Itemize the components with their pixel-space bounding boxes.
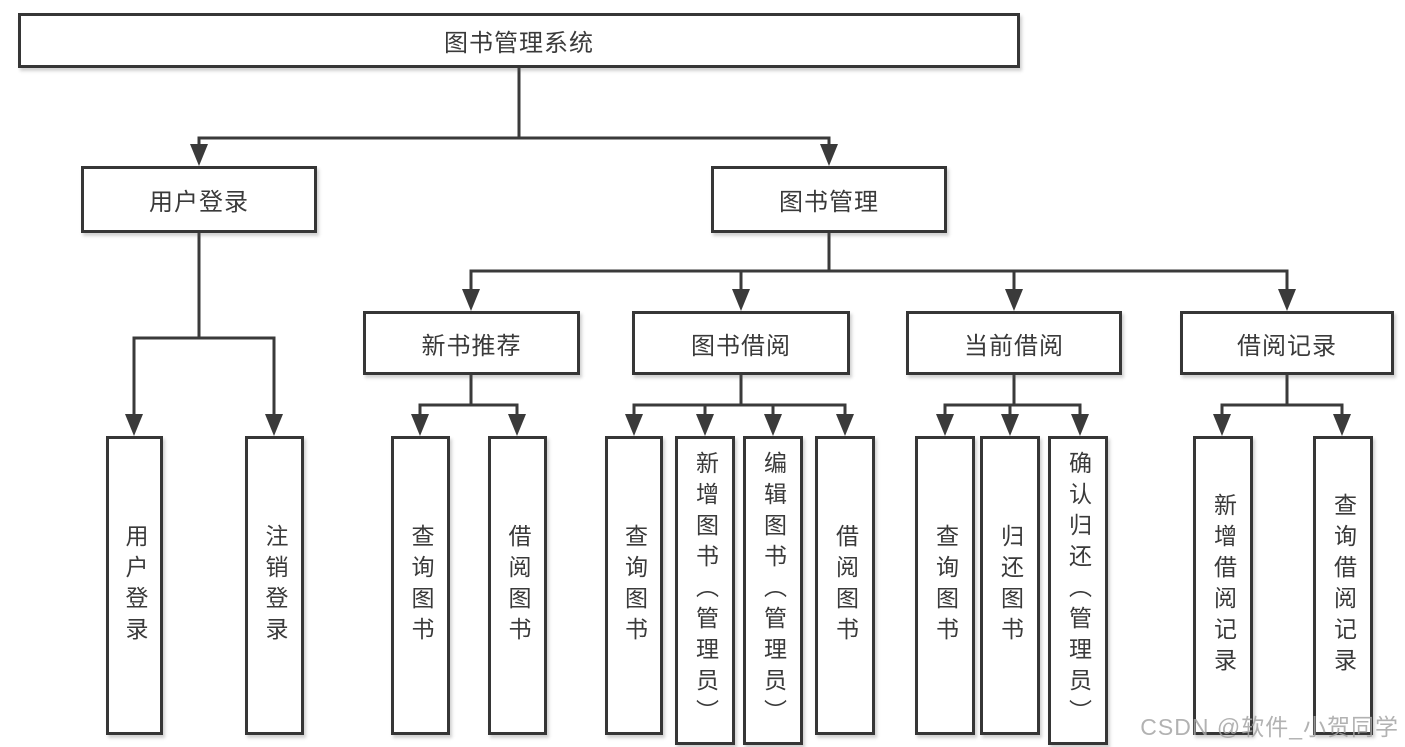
node-label: 借阅图书 [505, 523, 531, 648]
node-add-books-admin: 新增图书（管理员） [675, 436, 735, 745]
arrowhead [1213, 414, 1231, 436]
arrowhead [764, 414, 782, 436]
node-edit-books-admin: 编辑图书（管理员） [743, 436, 803, 745]
connector-new-books-to-leaves [411, 374, 526, 436]
node-label: 归还图书 [997, 523, 1024, 648]
node-label: 查询图书 [932, 523, 959, 648]
connector-book-borrow-to-leaves [625, 374, 854, 436]
arrowhead [1071, 414, 1089, 436]
arrowhead [836, 414, 854, 436]
arrowhead [696, 414, 714, 436]
arrowhead [1005, 289, 1023, 311]
node-book-borrowing: 图书借阅 [632, 311, 850, 375]
node-label: 新书推荐 [421, 332, 522, 360]
node-confirm-return-admin: 确认归还（管理员） [1048, 436, 1108, 745]
connector-book-mgmt-to-level3 [462, 232, 1296, 311]
arrowhead [820, 144, 838, 166]
arrowhead [1333, 414, 1351, 436]
csdn-watermark: CSDN @软件_小贺同学 [1140, 714, 1399, 740]
node-borrow-books-borrowing: 借阅图书 [815, 436, 875, 735]
node-logout-login: 注销登录 [245, 436, 304, 735]
arrowhead [936, 414, 954, 436]
node-label: 查询图书 [408, 523, 434, 648]
node-label: 用户登录 [149, 189, 249, 216]
node-user-login-branch: 用户登录 [81, 166, 317, 233]
connector-user-login-to-leaves [125, 232, 283, 436]
node-borrow-books-recommend: 借阅图书 [488, 436, 547, 735]
arrowhead [508, 414, 526, 436]
arrowhead [732, 289, 750, 311]
node-query-books-recommend: 查询图书 [391, 436, 450, 735]
arrowhead [1278, 289, 1296, 311]
node-label: 注销登录 [262, 523, 288, 648]
arrowhead [125, 414, 143, 436]
arrowhead [190, 144, 208, 166]
node-label: 当前借阅 [964, 332, 1064, 360]
arrowhead [411, 414, 429, 436]
node-current-borrowing: 当前借阅 [906, 311, 1122, 375]
connector-current-borrow-to-leaves [936, 374, 1089, 436]
arrowhead [625, 414, 643, 436]
node-label: 确认归还（管理员） [1065, 451, 1092, 730]
node-label: 查询借阅记录 [1330, 492, 1357, 679]
node-new-book-recommend: 新书推荐 [363, 311, 580, 375]
node-label: 查询图书 [621, 523, 648, 648]
node-query-books-borrowing: 查询图书 [605, 436, 663, 735]
node-label: 图书管理 [779, 189, 879, 216]
node-label: 新增借阅记录 [1210, 492, 1237, 679]
node-return-books: 归还图书 [980, 436, 1040, 735]
node-label: 借阅记录 [1237, 332, 1337, 360]
arrowhead [265, 414, 283, 436]
node-label: 新增图书（管理员） [692, 451, 719, 730]
node-label: 编辑图书（管理员） [760, 451, 787, 730]
connector-borrow-records-to-leaves [1213, 374, 1351, 436]
node-label: 图书管理系统 [444, 30, 594, 57]
arrowhead [462, 289, 480, 311]
node-root-system: 图书管理系统 [18, 13, 1020, 68]
arrowhead [1001, 414, 1019, 436]
node-label: 图书借阅 [691, 332, 791, 360]
node-user-login: 用户登录 [106, 436, 163, 735]
node-borrowing-records: 借阅记录 [1180, 311, 1394, 375]
node-query-books-current: 查询图书 [915, 436, 975, 735]
node-label: 借阅图书 [832, 523, 859, 648]
node-book-management-branch: 图书管理 [711, 166, 947, 233]
connector-root-to-level2 [190, 68, 838, 166]
node-label: 用户登录 [122, 523, 148, 648]
node-add-borrow-record: 新增借阅记录 [1193, 436, 1253, 735]
node-query-borrow-record: 查询借阅记录 [1313, 436, 1373, 735]
